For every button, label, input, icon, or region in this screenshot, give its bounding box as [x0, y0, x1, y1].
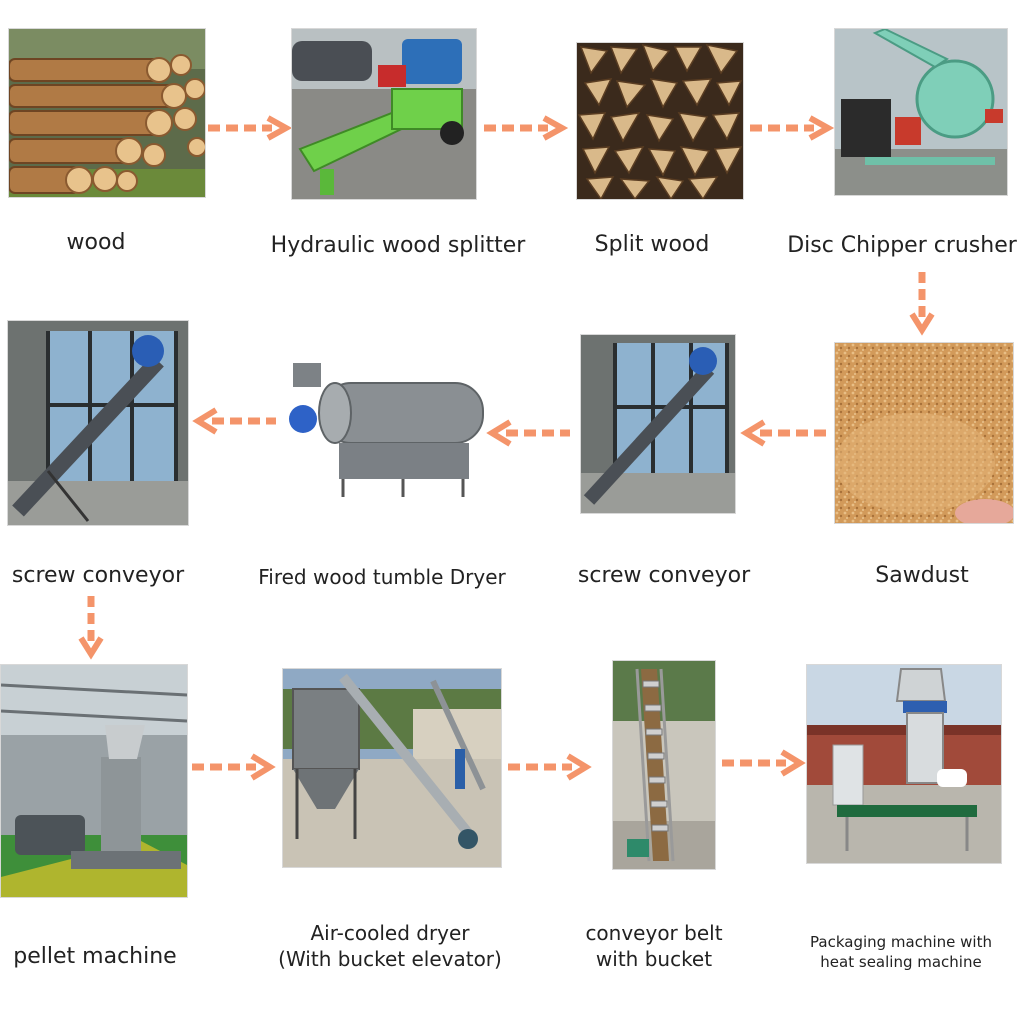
wood-splitter-photo: [291, 28, 477, 200]
chipper-photo: [834, 28, 1008, 196]
step-label-chipper: Disc Chipper crusher: [787, 233, 1017, 258]
step-label-air-cooled-line1: Air-cooled dryer: [310, 921, 470, 945]
step-label-dryer: Fired wood tumble Dryer: [258, 565, 506, 589]
arrow-left-1: [192, 407, 278, 435]
step-label-air-cooled-line2: (With bucket elevator): [278, 947, 502, 971]
arrow-right-5: [506, 753, 592, 781]
packaging-machine-photo: [806, 664, 1002, 864]
arrow-left-2: [486, 419, 572, 447]
air-cooled-dryer-photo: [282, 668, 502, 868]
split-wood-photo: [576, 42, 744, 200]
step-label-screw-conveyor: screw conveyor: [577, 563, 751, 588]
screw-conveyor-photo: [7, 320, 189, 526]
log-pile-photo: [8, 28, 206, 198]
tumble-dryer-photo: [282, 358, 490, 502]
arrow-right-1: [206, 115, 293, 141]
step-label-split-wood: Split wood: [594, 232, 710, 257]
arrow-right-6: [720, 749, 806, 777]
bucket-conveyor-photo: [612, 660, 716, 870]
step-label-pellet: pellet machine: [13, 944, 177, 969]
arrow-right-3: [748, 115, 835, 141]
arrow-right-2: [482, 115, 569, 141]
step-label-packaging-line1: Packaging machine with: [810, 933, 992, 951]
arrow-left-3: [740, 419, 830, 447]
arrow-right-4: [190, 753, 276, 781]
step-label-sawdust: Sawdust: [875, 563, 969, 588]
arrow-down-2: [77, 596, 105, 660]
step-label-wood: wood: [66, 230, 126, 255]
arrow-down-1: [908, 272, 936, 336]
step-label-packaging-line2: heat sealing machine: [820, 953, 982, 971]
step-label-bucket-line1: conveyor belt: [585, 921, 723, 945]
step-label-bucket-line2: with bucket: [595, 947, 713, 971]
sawdust-photo: [834, 342, 1014, 524]
screw-conveyor-photo: [580, 334, 736, 514]
step-label-screw-conveyor-final: screw conveyor: [11, 563, 185, 588]
step-label-splitter: Hydraulic wood splitter: [270, 233, 526, 258]
pellet-machine-photo: [0, 664, 188, 898]
